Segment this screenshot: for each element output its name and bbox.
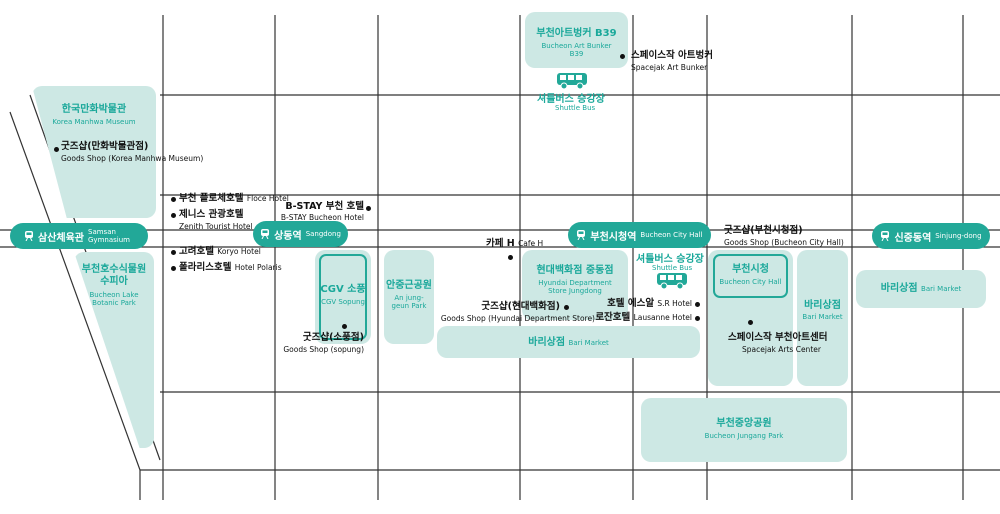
- shuttle-bus-icon: [557, 73, 587, 90]
- area-cgv[interactable]: CGV 소풍 CGV Sopung: [315, 250, 371, 344]
- area-anjung-en1: An jung-: [394, 294, 424, 302]
- poi-goods-manhwa-name[interactable]: 굿즈샵(만화박물관점): [61, 141, 149, 152]
- shuttle-top-en: Shuttle Bus: [555, 104, 596, 112]
- area-bari-far[interactable]: 바리상점 Bari Market: [856, 270, 986, 308]
- area-bari-center[interactable]: 바리상점 Bari Market: [437, 326, 700, 358]
- poi-floce-name[interactable]: 부천 플로체호텔 Floce Hotel: [179, 193, 289, 204]
- poi-dot: [54, 147, 59, 152]
- poi-dot: [620, 54, 625, 59]
- train-icon: [881, 231, 890, 241]
- poi-dot: [366, 206, 371, 211]
- area-cgv-name: CGV 소풍: [320, 284, 366, 295]
- area-b39-en1: Bucheon Art Bunker: [541, 42, 612, 50]
- area-b39-en2: B39: [569, 50, 584, 58]
- poi-goods-sopung-name[interactable]: 굿즈샵(소풍점): [302, 332, 364, 343]
- shuttle-cityhall-en: Shuttle Bus: [652, 264, 693, 272]
- poi-spacejak-bunker-en: Spacejak Art Bunker: [631, 63, 708, 72]
- shuttle-bus-icon: [657, 273, 687, 290]
- area-cityhall-building[interactable]: 부천시청 Bucheon City Hall: [708, 250, 793, 386]
- poi-goods-hyundai-en: Goods Shop (Hyundai Department Store): [440, 314, 595, 323]
- train-icon: [25, 231, 33, 241]
- area-botanic-name1: 부천호수식물원: [81, 264, 147, 275]
- area-manhwa-name: 한국만화박물관: [61, 104, 127, 115]
- station-cityhall[interactable]: 부천시청역 Bucheon City Hall: [568, 222, 711, 248]
- train-icon: [261, 229, 270, 239]
- area-botanic-name2: 수피아: [100, 276, 128, 287]
- poi-spacejak-bunker-name[interactable]: 스페이스작 아트벙커: [631, 50, 713, 61]
- area-bari-right-name: 바리상점: [804, 300, 841, 311]
- station-sangdong[interactable]: 상동역 Sangdong: [253, 221, 348, 247]
- area-anjung-en2: geun Park: [391, 302, 427, 310]
- poi-dot: [171, 197, 176, 202]
- area-hyundai-name: 현대백화점 중동점: [536, 265, 614, 276]
- area-cgv-en: CGV Sopung: [321, 298, 365, 306]
- poi-zenith-name[interactable]: 제니스 관광호텔: [179, 209, 244, 220]
- station-samsan-en: Samsan Gymnasium: [88, 228, 130, 244]
- area-anjung-name: 안중근공원: [386, 280, 432, 291]
- area-hyundai-en1: Hyundai Department: [538, 279, 612, 287]
- poi-goods-cityhall-name[interactable]: 굿즈샵(부천시청점): [724, 225, 803, 236]
- poi-zenith-en: Zenith Tourist Hotel: [179, 222, 253, 231]
- area-bari-right[interactable]: 바리상점 Bari Market: [797, 250, 848, 386]
- area-jungang-en: Bucheon Jungang Park: [704, 432, 784, 440]
- poi-dot: [171, 250, 176, 255]
- poi-goods-manhwa-en: Goods Shop (Korea Manhwa Museum): [61, 154, 204, 163]
- area-manhwa-en: Korea Manhwa Museum: [52, 118, 136, 126]
- station-sinjung[interactable]: 신중동역 Sinjung-dong: [872, 223, 990, 249]
- area-cityhall-name: 부천시청: [732, 264, 769, 275]
- area-jungang-name: 부천중앙공원: [716, 418, 772, 429]
- poi-dot: [171, 266, 176, 271]
- poi-lausanne-name[interactable]: 로잔호텔 Lausanne Hotel: [595, 312, 692, 323]
- area-bari-center-name: 바리상점 Bari Market: [528, 337, 609, 348]
- poi-dot: [171, 213, 176, 218]
- poi-bstay-en: B-STAY Bucheon Hotel: [280, 213, 364, 222]
- area-bari-right-en: Bari Market: [802, 313, 843, 321]
- shuttle-top-name: 셔틀버스 승강장: [537, 94, 605, 105]
- poi-koryo-name[interactable]: 고려호텔 Koryo Hotel: [179, 246, 261, 257]
- area-hyundai-en2: Store Jungdong: [548, 287, 602, 295]
- station-sinjung-name: 신중동역: [894, 232, 932, 244]
- poi-goods-cityhall-en: Goods Shop (Bucheon City Hall): [724, 238, 844, 247]
- station-sinjung-en: Sinjung-dong: [935, 232, 982, 240]
- area-jungang-park[interactable]: 부천중앙공원 Bucheon Jungang Park: [641, 398, 847, 462]
- poi-sr-hotel-name[interactable]: 호텔 에스알 S.R Hotel: [607, 298, 692, 309]
- train-icon: [577, 230, 586, 240]
- poi-bstay-name[interactable]: B-STAY 부천 호텔: [285, 201, 364, 212]
- station-sangdong-en: Sangdong: [305, 230, 341, 238]
- station-sangdong-name: 상동역: [274, 230, 302, 242]
- poi-spacejak-arts-name[interactable]: 스페이스작 부천아트센터: [728, 332, 828, 343]
- area-anjung[interactable]: 안중근공원 An jung- geun Park: [384, 250, 434, 344]
- area-b39[interactable]: 부천아트벙커 B39 Bucheon Art Bunker B39: [525, 12, 628, 68]
- poi-cafe-h-name[interactable]: 카페 H Cafe H: [486, 238, 544, 249]
- area-cityhall-en: Bucheon City Hall: [719, 278, 782, 286]
- area-bari-far-name: 바리상점 Bari Market: [880, 283, 962, 294]
- poi-goods-sopung-en: Goods Shop (sopung): [283, 345, 364, 354]
- area-hyundai[interactable]: 현대백화점 중동점 Hyundai Department Store Jungd…: [522, 250, 628, 320]
- poi-dot: [748, 320, 753, 325]
- poi-spacejak-arts-en: Spacejak Arts Center: [742, 345, 821, 354]
- station-cityhall-name: 부천시청역: [590, 231, 637, 243]
- poi-dot: [564, 305, 569, 310]
- station-samsan-name: 삼산체육관: [38, 232, 84, 244]
- poi-goods-hyundai-name[interactable]: 굿즈샵(현대백화점): [481, 301, 560, 312]
- poi-dot: [695, 316, 700, 321]
- poi-dot: [342, 324, 347, 329]
- station-samsan[interactable]: 삼산체육관 Samsan Gymnasium: [10, 223, 148, 249]
- shuttle-cityhall-name: 셔틀버스 승강장: [636, 254, 704, 265]
- poi-polaris-name[interactable]: 폴라리스호텔 Hotel Polaris: [179, 262, 282, 273]
- area-botanic-en2: Botanic Park: [92, 299, 136, 307]
- area-botanic-en1: Bucheon Lake: [89, 291, 139, 299]
- poi-dot: [695, 302, 700, 307]
- station-cityhall-en: Bucheon City Hall: [640, 231, 703, 239]
- area-b39-name: 부천아트벙커 B39: [536, 28, 617, 39]
- poi-dot: [508, 255, 513, 260]
